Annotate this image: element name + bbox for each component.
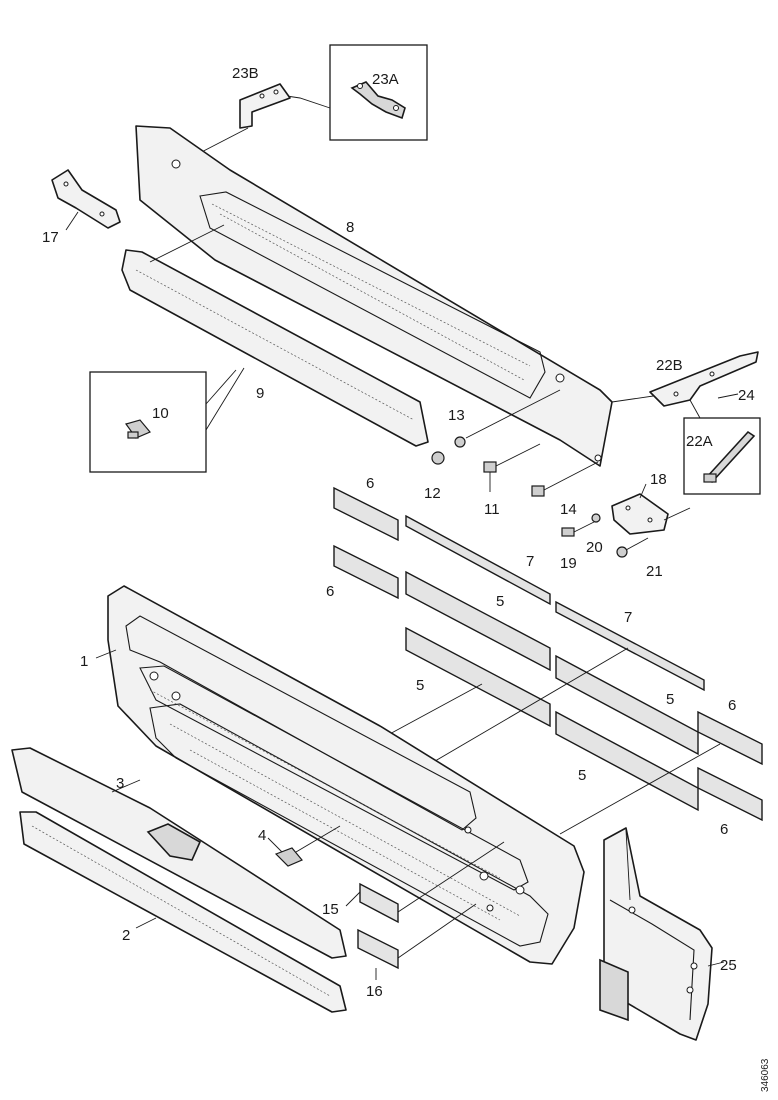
label-18: 18 [650,471,667,488]
label-15: 15 [322,901,339,918]
trim-strip-9 [121,224,429,447]
label-12: 12 [424,485,441,502]
label-6-d: 6 [720,821,728,838]
bracket-18 [611,483,691,535]
pads-6-right [697,710,763,822]
label-5-d: 5 [578,767,586,784]
label-22b: 22B [656,357,683,374]
drawing-code: 346063 [760,1058,771,1092]
bracket-25 [599,827,725,1041]
label-5-c: 5 [666,691,674,708]
label-7-b: 7 [624,609,632,626]
fasteners-11-14 [431,389,599,497]
screws-19-21 [561,513,649,558]
label-4: 4 [258,827,266,844]
label-6-c: 6 [728,697,736,714]
clip-4 [267,825,341,867]
detail-box-10 [89,367,245,473]
label-23a: 23A [372,71,399,88]
detail-box-22a [683,417,761,495]
label-23b: 23B [232,65,259,82]
main-grille-1 [95,585,585,965]
label-17: 17 [42,229,59,246]
label-16: 16 [366,983,383,1000]
label-7-a: 7 [526,553,534,570]
trim-strip-3 [11,747,347,959]
bracket-22b [649,351,759,419]
label-13: 13 [448,407,465,424]
label-6-a: 6 [366,475,374,492]
label-5-a: 5 [496,593,504,610]
pads-15-16 [345,841,505,980]
label-19: 19 [560,555,577,572]
label-9: 9 [256,385,264,402]
label-8: 8 [346,219,354,236]
label-3: 3 [116,775,124,792]
label-25: 25 [720,957,737,974]
label-22a: 22A [686,433,713,450]
label-6-b: 6 [326,583,334,600]
upper-panel-8 [135,125,661,467]
bracket-17 [51,169,121,231]
strips-7 [405,514,705,692]
label-20: 20 [586,539,603,556]
detail-box-23a [279,44,428,141]
pads-6-upper [333,486,399,600]
label-1: 1 [80,653,88,670]
part-labels: 1 2 3 4 5 5 5 5 6 6 6 6 7 7 8 9 10 11 12… [42,65,755,1000]
label-10: 10 [152,405,169,422]
label-14: 14 [560,501,577,518]
label-21: 21 [646,563,663,580]
label-11: 11 [484,501,500,518]
label-5-b: 5 [416,677,424,694]
bracket-23b [189,83,291,159]
label-24: 24 [738,387,755,404]
trim-strip-2 [19,811,347,1013]
strip-leaders [385,647,721,835]
strips-5 [405,570,699,812]
label-2: 2 [122,927,130,944]
